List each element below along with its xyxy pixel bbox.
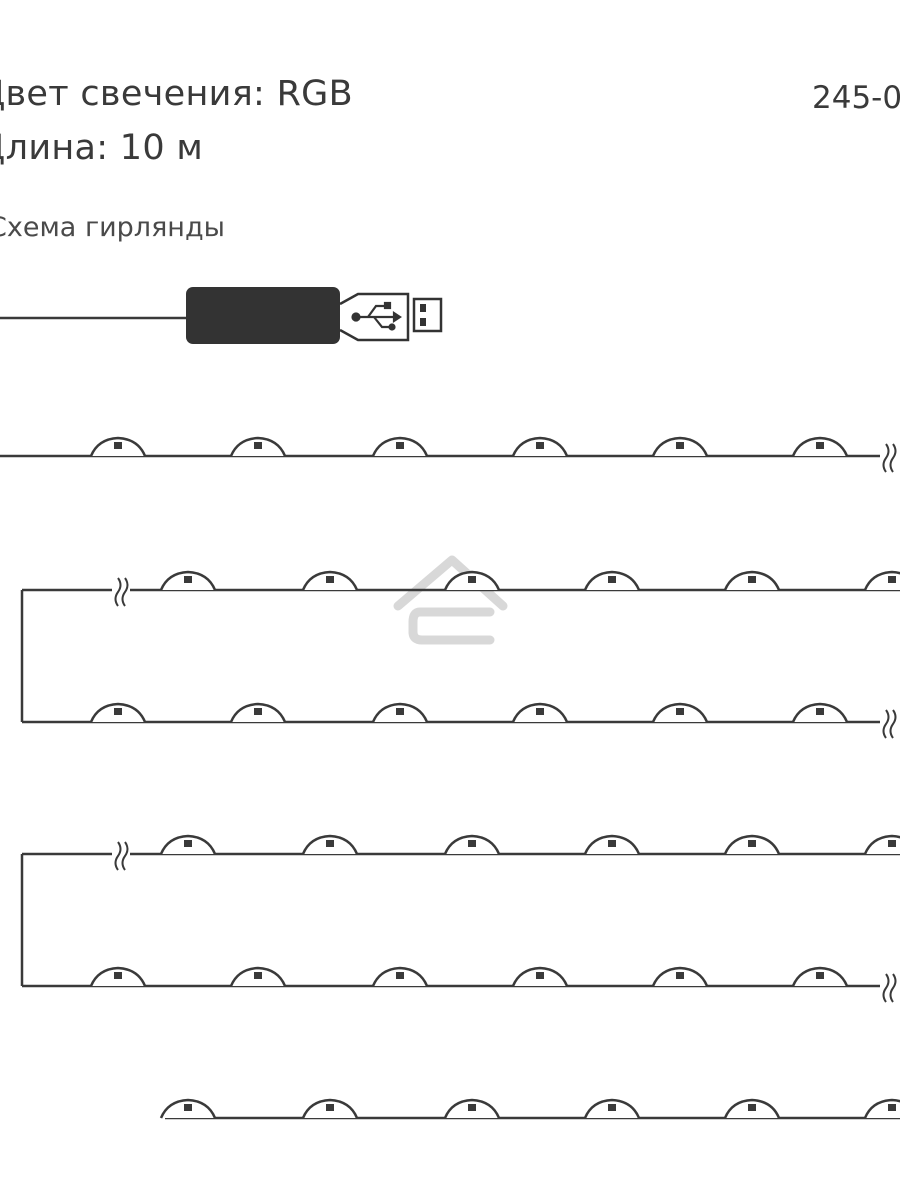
led-chip: [888, 576, 896, 583]
led-chip: [748, 576, 756, 583]
led-chip: [114, 708, 122, 715]
spec-glow-color: Цвет свечения: RGB: [0, 74, 353, 114]
led-chip: [536, 708, 544, 715]
led-chip: [816, 442, 824, 449]
led-chip: [326, 576, 334, 583]
spec-length: Длина: 10 м: [0, 128, 204, 168]
article-number: 245-0: [812, 80, 900, 116]
led-chip: [184, 1104, 192, 1111]
led-chip: [326, 1104, 334, 1111]
break-mark-icon: [882, 973, 897, 1003]
led-chip: [114, 442, 122, 449]
led-chip: [748, 840, 756, 847]
led-chip: [536, 972, 544, 979]
led-chip: [888, 1104, 896, 1111]
led-chip: [254, 708, 262, 715]
controller-box: [186, 287, 340, 344]
break-mark-icon: [882, 443, 897, 473]
led-chip: [676, 972, 684, 979]
led-chip: [608, 1104, 616, 1111]
led-chip: [184, 576, 192, 583]
led-chip: [396, 972, 404, 979]
led-chip: [468, 576, 476, 583]
led-chip: [114, 972, 122, 979]
power-supply: [0, 287, 443, 344]
led-chip: [536, 442, 544, 449]
led-chip: [816, 972, 824, 979]
led-chip: [396, 442, 404, 449]
led-chip: [254, 972, 262, 979]
led-chip: [396, 708, 404, 715]
usb-plug-icon: [339, 292, 443, 342]
watermark-logo-icon: [393, 555, 508, 645]
led-chip: [816, 708, 824, 715]
break-mark-icon: [114, 841, 129, 871]
garland-rows: [0, 436, 900, 1120]
break-mark-icon: [882, 709, 897, 739]
led-chip: [676, 442, 684, 449]
led-chip: [326, 840, 334, 847]
led-chip: [608, 840, 616, 847]
usb-symbol-icon: [351, 301, 402, 331]
break-mark-icon: [114, 577, 129, 607]
scheme-title: Схема гирлянды: [0, 212, 225, 243]
led-chip: [888, 840, 896, 847]
led-chip: [748, 1104, 756, 1111]
led-chip: [608, 576, 616, 583]
led-chip: [254, 442, 262, 449]
led-chip: [676, 708, 684, 715]
led-chip: [184, 840, 192, 847]
led-chip: [468, 840, 476, 847]
led-chip: [468, 1104, 476, 1111]
